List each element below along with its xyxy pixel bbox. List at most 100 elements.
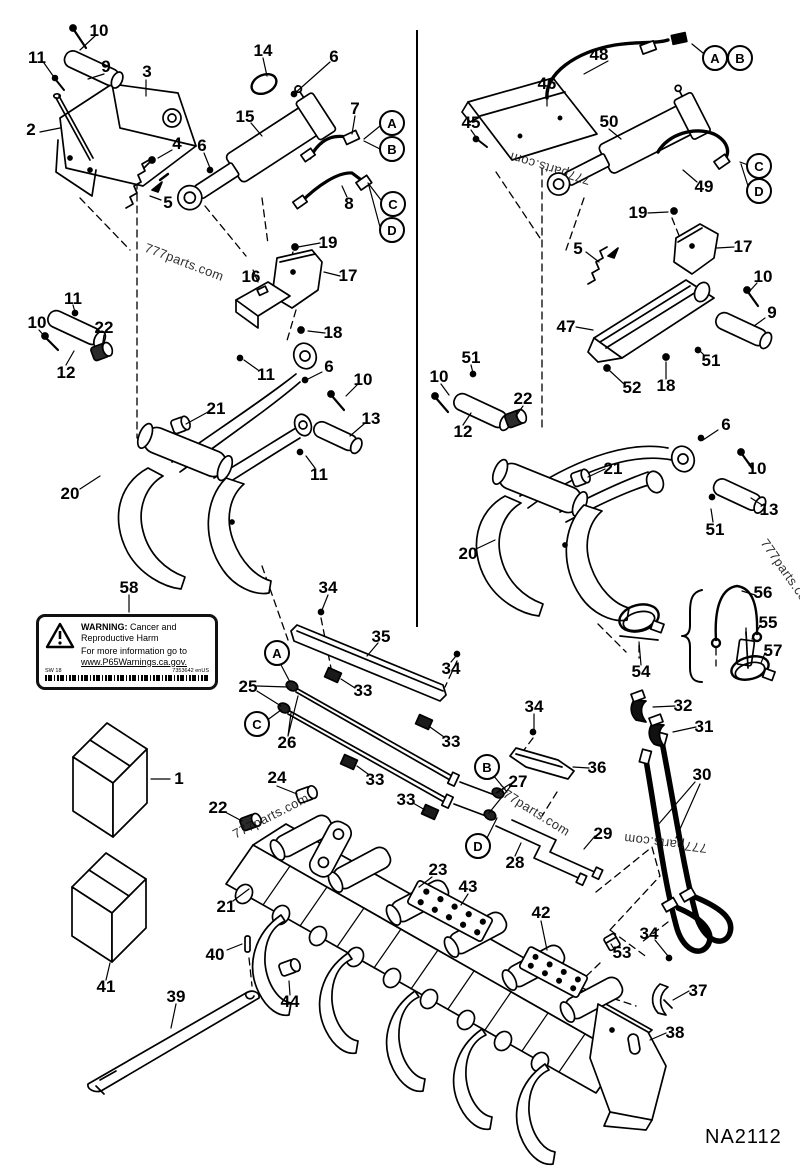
- hose-48-ferrule: [639, 39, 658, 55]
- cover-46: [461, 77, 598, 161]
- bushing-22-left: [90, 341, 114, 362]
- part-label-28: 28: [505, 853, 525, 872]
- part-label-34: 34: [639, 924, 659, 943]
- part-label-11: 11: [28, 48, 46, 67]
- part-label-31: 31: [694, 717, 714, 736]
- bolt-45: [472, 135, 488, 148]
- warning-line2: Reproductive Harm: [81, 632, 159, 643]
- pin-40: [244, 935, 251, 953]
- link-23: [308, 820, 353, 878]
- grapple-right: [475, 445, 696, 622]
- callout-D: D: [379, 217, 405, 243]
- bushing-22-right: [504, 408, 528, 429]
- part-label-34: 34: [318, 578, 338, 597]
- callout-D: D: [465, 833, 491, 859]
- part-label-43: 43: [458, 877, 478, 896]
- callout-C: C: [244, 711, 270, 737]
- tubes-28-29: [495, 819, 600, 881]
- bolt-10-left2: [327, 390, 346, 412]
- part-label-42: 42: [531, 903, 551, 922]
- part-label-37: 37: [688, 981, 708, 1000]
- bolts-34: [317, 608, 673, 962]
- beam-tines: [251, 914, 556, 1166]
- grapple-left: [117, 342, 318, 595]
- part-label-22: 22: [208, 798, 228, 817]
- bushing-24: [295, 784, 319, 804]
- part-label-18: 18: [656, 376, 676, 395]
- cylinder-15: [176, 85, 337, 211]
- part-label-51: 51: [705, 520, 725, 539]
- bushing-21-right: [570, 468, 591, 488]
- part-label-33: 33: [441, 732, 461, 751]
- wedge-37: [651, 983, 673, 1016]
- part-label-44: 44: [280, 992, 300, 1011]
- part-label-45: 45: [461, 113, 481, 132]
- clamp-57: [730, 655, 776, 682]
- tubes-26: [287, 687, 501, 820]
- clamp-54: [618, 603, 665, 641]
- hose-8: [298, 171, 366, 205]
- callout-B: B: [474, 754, 500, 780]
- part-label-33: 33: [365, 770, 385, 789]
- part-label-47: 47: [556, 317, 576, 336]
- part-label-55: 55: [758, 613, 778, 632]
- bushing-21-left: [170, 415, 191, 435]
- bushing-44: [278, 957, 302, 977]
- part-label-15: 15: [235, 107, 255, 126]
- part-label-9: 9: [101, 57, 111, 76]
- part-label-13: 13: [361, 409, 381, 428]
- part-label-11: 11: [257, 365, 275, 384]
- part-label-11: 11: [64, 289, 82, 308]
- hose-48-end: [670, 31, 688, 46]
- bracket-16: [235, 281, 291, 329]
- part-label-2: 2: [26, 120, 36, 139]
- figure-code: NA2112: [705, 1126, 782, 1148]
- part-label-50: 50: [599, 112, 619, 131]
- part-label-35: 35: [371, 627, 391, 646]
- spring-5-right: [587, 246, 619, 285]
- hose-7-end: [342, 129, 361, 146]
- callout-D: D: [746, 178, 772, 204]
- hose-7-fitting: [299, 147, 317, 163]
- warning-title: WARNING: Cancer and: [81, 622, 177, 632]
- part-label-6: 6: [197, 136, 207, 155]
- warning-line3: For more information go to: [81, 646, 188, 656]
- part-label-46: 46: [537, 74, 557, 93]
- part-label-10: 10: [747, 459, 767, 478]
- part-label-51: 51: [461, 348, 481, 367]
- part-label-20: 20: [60, 484, 80, 503]
- part-label-39: 39: [166, 987, 186, 1006]
- part-label-12: 12: [453, 422, 473, 441]
- part-label-18: 18: [323, 323, 343, 342]
- part-label-14: 14: [253, 41, 273, 60]
- callout-A: A: [702, 45, 728, 71]
- part-label-56: 56: [753, 583, 773, 602]
- cylinder-50: [546, 84, 711, 196]
- part-label-33: 33: [353, 681, 373, 700]
- channel-47: [587, 279, 715, 363]
- part-label-21: 21: [603, 459, 623, 478]
- fitting-32: [630, 689, 647, 723]
- part-label-13: 13: [759, 500, 779, 519]
- part-label-34: 34: [524, 697, 544, 716]
- part-label-22: 22: [94, 318, 114, 337]
- clamps-33: [323, 666, 440, 821]
- callout-B: B: [727, 45, 753, 71]
- bolt-19-right: [670, 207, 678, 215]
- part-label-9: 9: [767, 303, 777, 322]
- part-label-12: 12: [56, 363, 76, 382]
- warning-footer-right: 7353642 enUS: [172, 668, 209, 674]
- bracket-17-right: [673, 223, 719, 275]
- part-label-11: 11: [310, 465, 328, 484]
- mount-bracket-3: [55, 83, 197, 197]
- section-divider: [416, 30, 418, 627]
- pin-9: [63, 50, 124, 89]
- fittings-25: [277, 680, 299, 714]
- o-ring-14: [250, 72, 278, 96]
- hose-8-fitting: [291, 194, 309, 210]
- part-label-1: 1: [174, 769, 184, 788]
- hose-49-end: [713, 153, 731, 170]
- part-label-36: 36: [587, 758, 607, 777]
- part-label-19: 19: [318, 233, 338, 252]
